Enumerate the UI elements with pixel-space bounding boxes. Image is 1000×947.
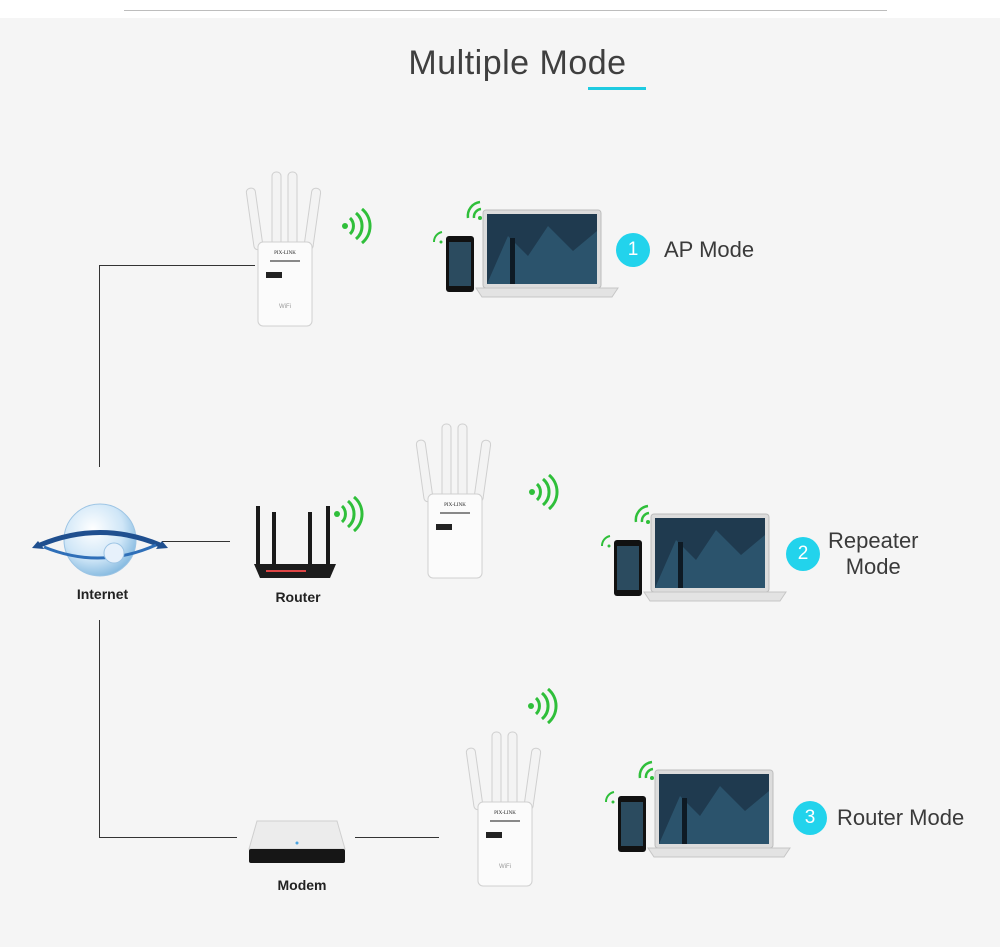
- top-divider: [124, 10, 887, 11]
- mode-label: Router Mode: [837, 805, 965, 830]
- wifi-extender: PIX-LINK: [414, 420, 494, 580]
- title-underline: [588, 87, 646, 90]
- client-devices: [600, 504, 787, 602]
- wifi-signal-icon: [528, 688, 558, 724]
- mode-repeater: 2 Repeater Mode: [786, 528, 919, 580]
- page-title: Multiple Mode: [408, 44, 627, 82]
- router-icon: [254, 506, 336, 578]
- extender-brand: PIX-LINK: [444, 503, 466, 508]
- wifi-extender: WiFi PIX-LINK: [244, 168, 324, 328]
- mode-number-badge: 3: [793, 801, 827, 835]
- mode-router: 3 Router Mode: [793, 801, 964, 835]
- mode-label: Repeater Mode: [828, 528, 919, 579]
- client-devices: [432, 200, 619, 298]
- router-label: Router: [275, 589, 321, 605]
- internet-label: Internet: [76, 586, 129, 602]
- mode-label: AP Mode: [664, 237, 755, 262]
- wifi-signal-icon: [342, 208, 372, 244]
- connector-line: [99, 837, 237, 838]
- extender-brand: PIX-LINK: [494, 811, 516, 816]
- connector-line: [355, 837, 439, 838]
- modem-label: Modem: [277, 877, 327, 893]
- extender-brand: PIX-LINK: [274, 251, 296, 256]
- svg-text:WiFi: WiFi: [279, 304, 291, 310]
- connector-line: [99, 620, 100, 837]
- wifi-signal-icon: [529, 474, 559, 510]
- svg-text:WiFi: WiFi: [499, 864, 511, 870]
- connector-line: [99, 265, 255, 266]
- mode-ap: 1 AP Mode: [616, 233, 754, 267]
- connector-line: [99, 265, 100, 467]
- connector-line: [162, 541, 230, 542]
- internet-globe-icon: [32, 503, 168, 577]
- modem-icon: [248, 820, 346, 863]
- wifi-signal-icon: [334, 496, 364, 532]
- client-devices: [604, 760, 791, 858]
- mode-number-badge: 1: [616, 233, 650, 267]
- wifi-extender: WiFi PIX-LINK: [464, 728, 544, 888]
- mode-number-badge: 2: [786, 537, 820, 571]
